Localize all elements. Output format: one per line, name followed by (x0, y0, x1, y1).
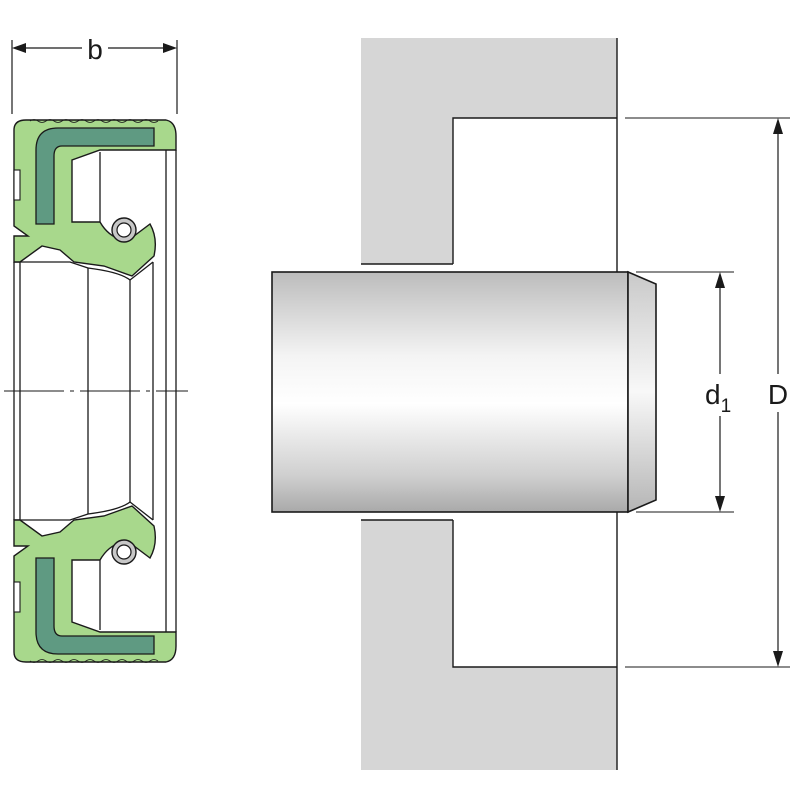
label-d1: d1 (705, 379, 731, 417)
dimension-d1 (715, 272, 725, 512)
shaft-chamfer (627, 270, 657, 514)
housing (361, 38, 617, 770)
seal-top-metal-case (35, 127, 155, 225)
label-b: b (87, 34, 103, 65)
installation-view: d1 D (271, 38, 790, 770)
seal-top-knurl (29, 119, 159, 123)
seal-left-ribs (13, 169, 21, 613)
dimension-b (11, 40, 178, 114)
shaft (271, 271, 629, 513)
seal-bottom-section (13, 505, 177, 663)
seal-cross-section: b (4, 34, 188, 663)
dimension-D (773, 118, 783, 667)
label-D: D (768, 379, 788, 410)
extension-lines (625, 117, 790, 668)
